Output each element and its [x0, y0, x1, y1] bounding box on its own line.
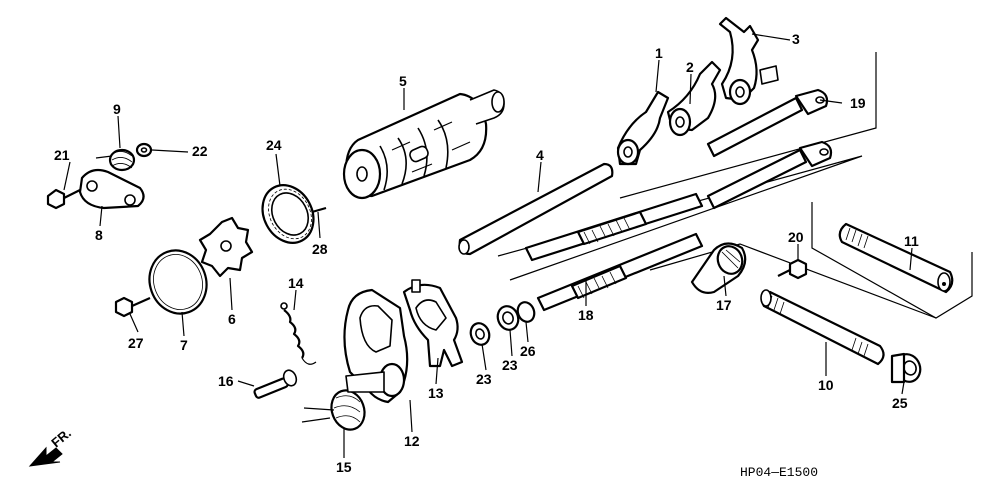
shaft-19 — [706, 88, 833, 210]
callout-23b: 23 — [502, 357, 518, 373]
shift-fork-1 — [616, 90, 670, 166]
circlip-26 — [516, 301, 536, 323]
shift-drum-star — [198, 216, 254, 278]
oil-seal-25 — [890, 352, 922, 384]
shaft-10 — [760, 289, 885, 366]
callout-17: 17 — [716, 297, 732, 313]
callout-12: 12 — [404, 433, 420, 449]
callout-25: 25 — [892, 395, 908, 411]
shift-arm-13 — [402, 279, 464, 368]
diagram-code: HP04—E1500 — [740, 465, 818, 480]
callout-3: 3 — [792, 31, 800, 47]
stopper-plate — [78, 168, 145, 210]
bolt-21 — [46, 188, 81, 210]
callout-21: 21 — [54, 147, 70, 163]
callout-5: 5 — [399, 73, 407, 89]
pin-28 — [311, 206, 327, 214]
callout-27: 27 — [128, 335, 144, 351]
callout-9: 9 — [113, 101, 121, 117]
front-label: FR. — [48, 425, 74, 450]
spring-14 — [280, 302, 317, 365]
shift-fork-3 — [718, 16, 779, 106]
callout-8: 8 — [95, 227, 103, 243]
callout-19: 19 — [850, 95, 866, 111]
frame-countershaft — [649, 202, 973, 319]
callout-18: 18 — [578, 307, 594, 323]
callout-13: 13 — [428, 385, 444, 401]
callout-1: 1 — [655, 45, 663, 61]
countershaft-11 — [838, 222, 954, 294]
front-direction-indicator: FR. — [28, 425, 74, 467]
callout-20: 20 — [788, 229, 804, 245]
callouts: 1 2 3 4 5 6 7 8 9 10 11 12 13 14 15 16 1… — [54, 31, 919, 475]
bearing-24 — [261, 184, 315, 244]
pin-16 — [253, 369, 298, 399]
part-17 — [690, 242, 747, 294]
washer-23b — [496, 305, 520, 331]
return-spring-15 — [301, 389, 366, 431]
callout-15: 15 — [336, 459, 352, 475]
callout-22: 22 — [192, 143, 208, 159]
callout-24: 24 — [266, 137, 282, 153]
washer-22 — [135, 142, 153, 158]
callout-16: 16 — [218, 373, 234, 389]
callout-10: 10 — [818, 377, 834, 393]
stopper-arm-spring — [95, 148, 136, 172]
washer-23a — [469, 322, 491, 346]
shift-fork-2 — [666, 60, 722, 137]
callout-14: 14 — [288, 275, 304, 291]
callout-28: 28 — [312, 241, 328, 257]
callout-23a: 23 — [476, 371, 492, 387]
shim-7 — [148, 249, 208, 315]
front-arrow-icon — [28, 446, 63, 467]
leader-lines — [63, 33, 913, 458]
callout-11: 11 — [904, 233, 919, 249]
callout-2: 2 — [686, 59, 694, 75]
callout-26: 26 — [520, 343, 536, 359]
callout-7: 7 — [180, 337, 188, 353]
bolt-20 — [777, 258, 808, 280]
bolt-27 — [114, 296, 151, 318]
callout-4: 4 — [536, 147, 544, 163]
gearshift-plate-12 — [343, 288, 409, 404]
shaft-18 — [524, 192, 704, 312]
shift-drum — [342, 89, 505, 200]
shift-fork-shaft-4 — [458, 162, 614, 256]
callout-6: 6 — [228, 311, 236, 327]
